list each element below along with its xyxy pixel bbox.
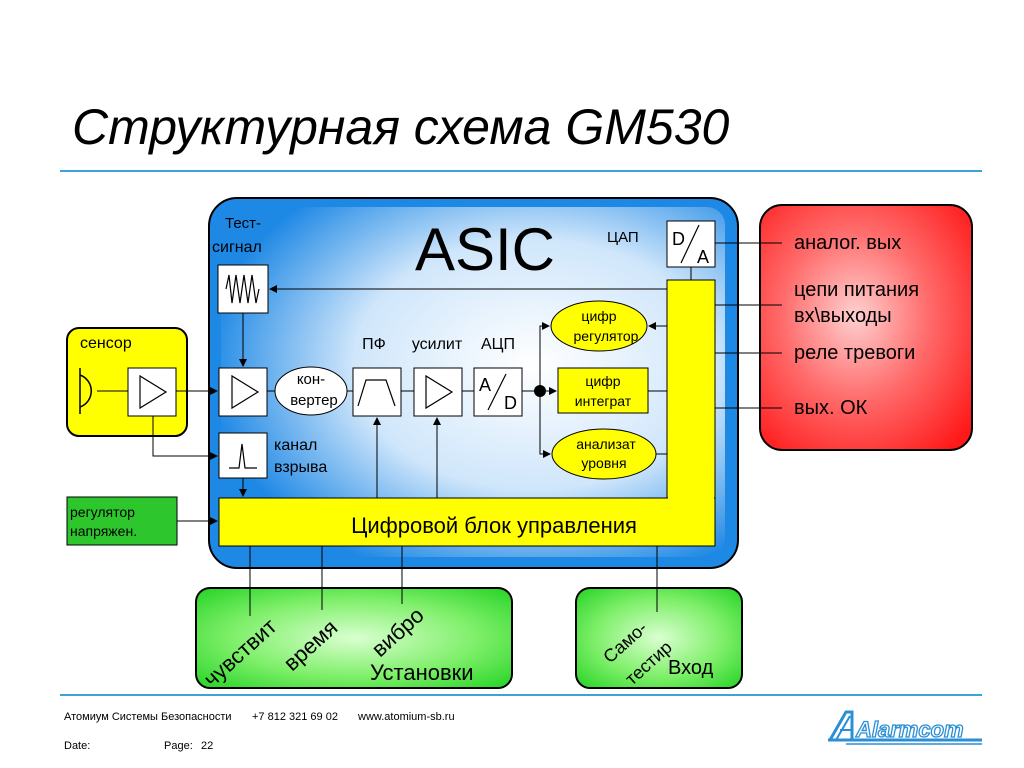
title-divider [60, 170, 982, 172]
digital-control-block: Цифровой блок управления [218, 279, 716, 547]
dac-a: A [697, 247, 709, 267]
footer-company: Атомиум Системы Безопасности [64, 711, 232, 723]
amplifier: усилит [412, 336, 463, 417]
burst-channel: канал взрыва [218, 432, 327, 479]
amplifier-label: усилит [412, 336, 463, 353]
regulator-label-2: регулятор [574, 328, 639, 344]
sensor-block: сенсор [66, 327, 188, 437]
footer-page-number: 22 [201, 740, 214, 752]
bandpass-label: ПФ [362, 336, 386, 353]
voltage-regulator: регулятор напряжен. [66, 496, 178, 546]
connections [152, 242, 782, 616]
adc-block: АЦП A D [473, 336, 523, 417]
dac-block: D A [666, 220, 716, 268]
page-title: Структурная схема GM530 [72, 99, 730, 155]
test-signal-generator [217, 264, 269, 314]
test-signal-label: Тест- [225, 215, 261, 232]
settings-block: чувствит время вибро Установки [195, 587, 513, 692]
voltage-label-1: регулятор [70, 504, 135, 520]
footer-page-label: Page: [164, 740, 193, 752]
output-ok: вых. ОК [794, 397, 868, 419]
voltage-label-2: напряжен. [70, 523, 137, 539]
dac-d: D [672, 229, 685, 249]
output-power: цепи питания [794, 279, 919, 301]
digital-integrator: цифр интеграт [557, 367, 649, 414]
selftest-input: Вход [668, 657, 714, 679]
converter-label-1: кон- [297, 371, 325, 388]
adc-d: D [504, 393, 517, 413]
footer-website[interactable]: www.atomium-sb.ru [358, 711, 455, 723]
dac-label: ЦАП [607, 229, 639, 246]
footer-divider [60, 694, 982, 696]
footer-phone: +7 812 321 69 02 [252, 711, 338, 723]
regulator-label-1: цифр [581, 308, 616, 324]
integrator-label-2: интеграт [575, 393, 632, 409]
footer-date-label: Date: [64, 740, 91, 752]
alarmcom-logo: Alarmcom [826, 706, 986, 746]
analyzer-label-2: уровня [581, 455, 626, 471]
level-analyzer: анализат уровня [551, 428, 657, 480]
burst-label-2: взрыва [274, 459, 327, 476]
adc-label: АЦП [481, 336, 515, 353]
logo-text: Alarmcom [855, 717, 964, 742]
integrator-label-1: цифр [585, 373, 620, 389]
input-amplifier [218, 367, 268, 417]
digital-regulator: цифр регулятор [550, 300, 648, 352]
sensor-label: сенсор [80, 335, 132, 352]
adc-a: A [479, 375, 491, 395]
settings-label: Установки [370, 660, 474, 685]
output-alarm-relay: реле тревоги [794, 342, 915, 364]
test-signal-label-2: сигнал [212, 239, 262, 256]
bandpass-filter: ПФ [352, 336, 402, 417]
burst-label-1: канал [274, 437, 317, 454]
outputs-block: аналог. вых цепи питания вх\выходы реле … [759, 204, 973, 451]
analyzer-label-1: анализат [576, 436, 636, 452]
junction-dot [534, 385, 546, 397]
converter-block: кон- вертер [274, 366, 348, 416]
control-block-label: Цифровой блок управления [351, 513, 637, 538]
asic-label: ASIC [415, 216, 555, 283]
output-io: вх\выходы [794, 305, 892, 327]
selftest-block: Само- тестир Вход [575, 587, 743, 689]
converter-label-2: вертер [290, 392, 338, 409]
output-analog: аналог. вых [794, 232, 901, 254]
